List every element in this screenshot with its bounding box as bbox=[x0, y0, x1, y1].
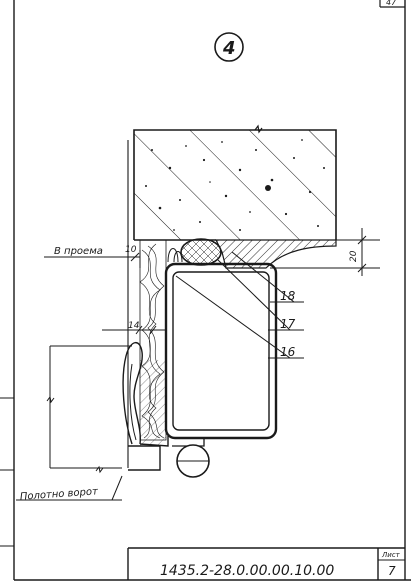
gap-dimension: 14 bbox=[128, 321, 140, 331]
steel-tube bbox=[164, 262, 278, 440]
title-block: 1435.2-28.0.00.00.10.00 Лист 7 bbox=[127, 547, 405, 580]
leader-part-17: 17 bbox=[217, 259, 304, 331]
part-18-label: 18 bbox=[280, 289, 296, 303]
rubber-seal bbox=[167, 238, 222, 266]
document-code: 1435.2-28.0.00.00.10.00 bbox=[160, 563, 334, 579]
part-16-label: 16 bbox=[280, 345, 296, 359]
leader-part-16: 16 bbox=[175, 275, 304, 359]
opening-dimension: 10 bbox=[125, 245, 137, 255]
opening-label: В проема bbox=[54, 246, 103, 257]
dimension-opening: В проема 10 bbox=[44, 245, 141, 268]
detail-marker: 4 bbox=[214, 32, 244, 62]
leader-gate-leaf: Полотно ворот bbox=[16, 475, 123, 503]
dimension-height-right: 20 bbox=[270, 228, 380, 276]
hinge bbox=[172, 437, 210, 478]
sheet-number: 7 bbox=[388, 564, 396, 578]
steel-angle bbox=[215, 239, 337, 269]
sheet-label: Лист bbox=[381, 551, 401, 559]
leader-part-18: 18 bbox=[231, 251, 304, 303]
corner-number-tab: 47 bbox=[379, 0, 405, 8]
part-17-label: 17 bbox=[280, 317, 296, 331]
dimension-gap: 14 bbox=[102, 321, 166, 335]
concrete-aggregate-dots bbox=[145, 139, 325, 231]
height-dimension: 20 bbox=[349, 250, 359, 262]
dimension-leaf-height bbox=[46, 345, 132, 474]
gate-leaf bbox=[122, 342, 169, 471]
concrete-lintel bbox=[133, 124, 337, 240]
detail-marker-number: 4 bbox=[222, 38, 236, 59]
corner-number: 47 bbox=[386, 0, 397, 7]
